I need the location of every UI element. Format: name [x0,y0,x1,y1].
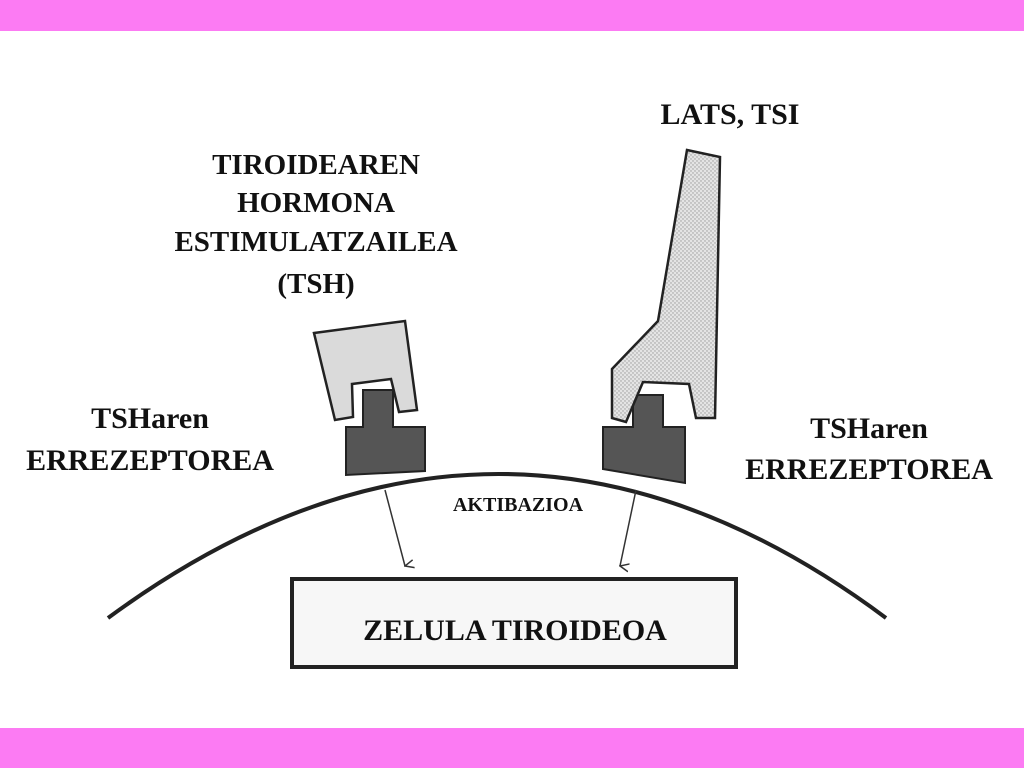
activation-arrow-left [384,489,405,566]
receptor-right [602,394,686,485]
activation-arrow-right [620,489,637,566]
cell-label: ZELULA TIROIDEOA [363,614,667,647]
tsh-label-line-1: TIROIDEAREN [212,149,420,181]
top-pink-band [0,0,1024,31]
tsh-label-line-3: ESTIMULATZAILEA [174,226,457,258]
tsh-label-line-2: HORMONA [237,187,395,219]
tsh-label-line-4: (TSH) [277,268,354,300]
activation-label: AKTIBAZIOA [453,494,584,516]
receptor-left [345,389,426,477]
receptor-left-label-line-1: TSHaren [91,402,209,435]
tsh-hormone [312,319,419,422]
receptor-left-label-line-2: ERREZEPTOREA [26,444,274,477]
receptor-right-label-line-2: ERREZEPTOREA [745,453,993,486]
receptor-right-label-line-1: TSHaren [810,412,928,445]
cell-box [290,577,738,669]
lats-tsi-label: LATS, TSI [661,98,800,131]
bottom-pink-band [0,728,1024,768]
lats-antibody [610,148,722,424]
cell-membrane [106,472,888,620]
